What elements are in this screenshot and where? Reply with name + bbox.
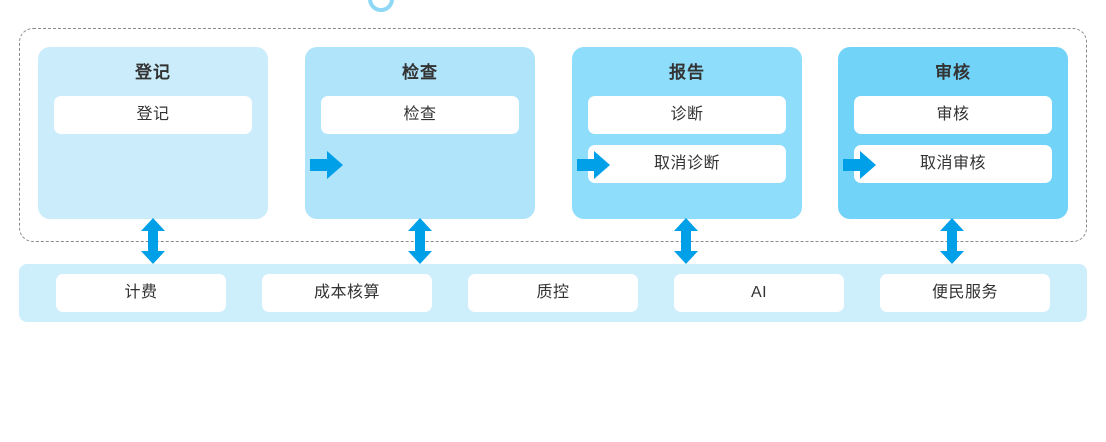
stage-card[interactable]: 登记 xyxy=(54,96,252,134)
stage-panel-examination[interactable]: 检查 检查 xyxy=(305,47,535,219)
arrow-up-down-icon xyxy=(140,218,166,264)
arrow-up-down-icon xyxy=(407,218,433,264)
support-item-costing[interactable]: 成本核算 xyxy=(262,274,432,312)
stage-title: 检查 xyxy=(402,63,438,82)
stage-panel-registration[interactable]: 登记 登记 xyxy=(38,47,268,219)
arrow-up-down-icon xyxy=(673,218,699,264)
support-item-quality[interactable]: 质控 xyxy=(468,274,638,312)
stage-panel-review[interactable]: 审核 审核 取消审核 xyxy=(838,47,1068,219)
stage-card-list: 诊断 取消诊断 xyxy=(572,96,802,183)
stage-card[interactable]: 取消审核 xyxy=(854,145,1052,183)
stage-title: 报告 xyxy=(669,63,705,82)
stage-card[interactable]: 取消诊断 xyxy=(588,145,786,183)
circle-arc-icon xyxy=(368,0,394,12)
stage-title: 登记 xyxy=(135,63,171,82)
flow-container xyxy=(19,28,1087,242)
arrow-right-icon xyxy=(577,150,611,180)
stage-card-list: 检查 xyxy=(305,96,535,134)
arrow-right-icon xyxy=(310,150,344,180)
arrow-up-down-icon xyxy=(939,218,965,264)
stage-title: 审核 xyxy=(935,63,971,82)
stage-card[interactable]: 审核 xyxy=(854,96,1052,134)
support-item-ai[interactable]: AI xyxy=(674,274,844,312)
support-item-convenience[interactable]: 便民服务 xyxy=(880,274,1050,312)
stage-card-list: 审核 取消审核 xyxy=(838,96,1068,183)
stage-card[interactable]: 诊断 xyxy=(588,96,786,134)
arrow-right-icon xyxy=(843,150,877,180)
stage-panel-report[interactable]: 报告 诊断 取消诊断 xyxy=(572,47,802,219)
stage-card-list: 登记 xyxy=(38,96,268,134)
support-item-billing[interactable]: 计费 xyxy=(56,274,226,312)
stage-row: 登记 登记 检查 检查 报告 诊断 取消诊断 审核 审核 取消审核 xyxy=(38,47,1068,219)
stage-card[interactable]: 检查 xyxy=(321,96,519,134)
support-services-bar: 计费 成本核算 质控 AI 便民服务 xyxy=(19,264,1087,322)
